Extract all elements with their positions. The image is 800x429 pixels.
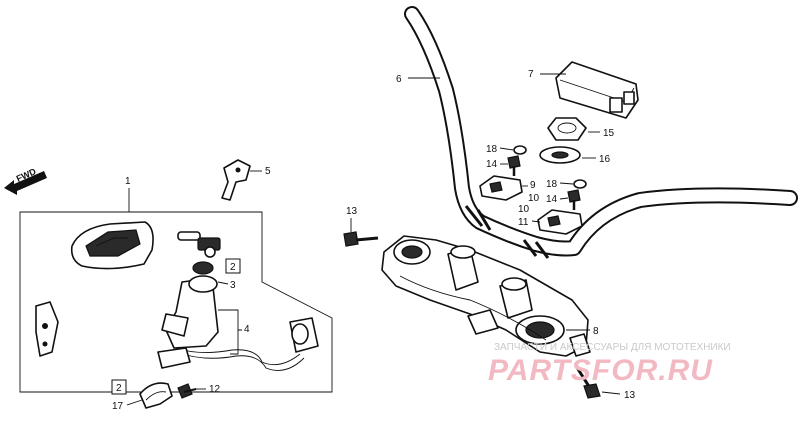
leader-18a <box>499 147 514 151</box>
callout-13a: 13 <box>346 206 358 217</box>
callout-18a: 18 <box>486 144 498 155</box>
bolt-13-top <box>343 231 379 247</box>
callout-1: 1 <box>125 176 131 187</box>
nut-15 <box>547 117 587 141</box>
callout-2b-box <box>111 379 127 395</box>
callout-16: 16 <box>599 154 611 165</box>
assembly-box <box>19 211 333 393</box>
callout-9: 9 <box>530 180 536 191</box>
callout-11: 11 <box>518 217 529 228</box>
leader-17 <box>126 399 143 406</box>
top-bridge <box>381 235 591 357</box>
callout-14b: 14 <box>546 194 558 205</box>
leader-4a <box>218 309 242 331</box>
switch-cover <box>70 221 154 270</box>
callout-18b: 18 <box>546 179 558 190</box>
bolt-14-right <box>567 189 581 210</box>
leader-18b <box>559 182 574 185</box>
callout-5: 5 <box>265 166 271 177</box>
callout-2a-box <box>225 258 241 274</box>
key-part <box>221 159 251 201</box>
wire-connector <box>289 317 319 353</box>
ignition-key <box>177 231 221 258</box>
watermark-brand: PARTSFOR.RU <box>488 354 713 387</box>
upper-holder-9 <box>479 175 523 201</box>
callout-14a: 14 <box>486 159 498 170</box>
plate-part <box>555 61 639 119</box>
upper-holder-11 <box>537 209 583 235</box>
leader-3 <box>217 281 229 285</box>
screw-12 <box>177 383 197 399</box>
callout-4: 4 <box>244 324 250 335</box>
callout-8: 8 <box>593 326 599 337</box>
callout-10b: 10 <box>518 204 530 215</box>
callout-3: 3 <box>230 280 236 291</box>
wire-clamp <box>157 347 191 369</box>
callout-15: 15 <box>603 128 615 139</box>
callout-2a: 2 <box>230 262 236 273</box>
cap-18-right <box>573 179 587 189</box>
bracket-left <box>35 301 59 357</box>
bolt-14-left <box>507 155 521 176</box>
callout-6: 6 <box>396 74 402 85</box>
callout-2b: 2 <box>116 383 122 394</box>
handlebar <box>404 6 798 259</box>
leader-11 <box>531 220 541 223</box>
callout-17: 17 <box>112 401 124 412</box>
watermark-tagline: ЗАПЧАСТИ И АКСЕССУАРЫ ДЛЯ МОТОТЕХНИКИ <box>494 342 731 353</box>
callout-10a: 10 <box>528 193 540 204</box>
leader-14b <box>559 197 569 200</box>
leader-13b <box>601 391 621 395</box>
cap-18-left <box>513 145 527 155</box>
switch-wire <box>175 347 301 366</box>
callout-7: 7 <box>528 69 534 80</box>
leader-4b <box>230 330 239 355</box>
ignition-switch-body <box>161 261 219 349</box>
callout-13b: 13 <box>624 390 636 401</box>
fwd-arrow-icon <box>4 171 47 195</box>
washer-16 <box>539 146 581 164</box>
callout-12: 12 <box>209 384 221 395</box>
switch-wire-2 <box>175 351 305 371</box>
clip-part <box>139 382 173 409</box>
bolt-13-bottom <box>574 365 601 399</box>
